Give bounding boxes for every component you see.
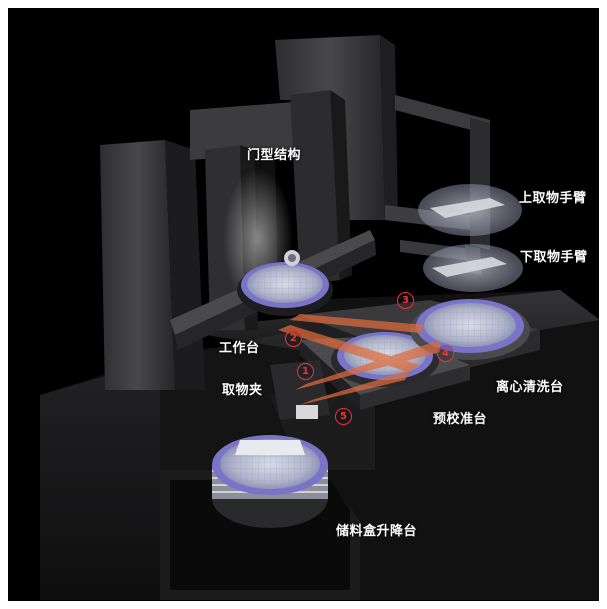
label-pre-alignment-table: 预校准台 bbox=[433, 412, 488, 427]
label-cassette-elevator: 储料盒升降台 bbox=[336, 524, 418, 539]
step-marker-4: 4 bbox=[437, 345, 454, 362]
arm-assembly bbox=[385, 95, 523, 292]
label-centrifugal-cleaning-table: 离心清洗台 bbox=[496, 380, 564, 395]
step-marker-1: 1 bbox=[297, 363, 314, 380]
step-marker-2: 2 bbox=[285, 330, 302, 347]
label-lower-arm: 下取物手臂 bbox=[520, 250, 588, 265]
step-marker-5: 5 bbox=[335, 408, 352, 425]
machine-illustration bbox=[40, 35, 599, 600]
label-gripper: 取物夹 bbox=[222, 383, 263, 398]
label-work-table: 工作台 bbox=[219, 341, 260, 356]
cassette-stack bbox=[212, 435, 328, 528]
diagram-frame: 门型结构 上取物手臂 下取物手臂 工作台 取物夹 离心清洗台 预校准台 储料盒升… bbox=[8, 8, 599, 601]
label-upper-arm: 上取物手臂 bbox=[519, 191, 587, 206]
transport-paths bbox=[278, 314, 440, 405]
label-gantry: 门型结构 bbox=[247, 148, 302, 163]
work-table-wafer bbox=[237, 250, 333, 316]
step-marker-3: 3 bbox=[397, 292, 414, 309]
